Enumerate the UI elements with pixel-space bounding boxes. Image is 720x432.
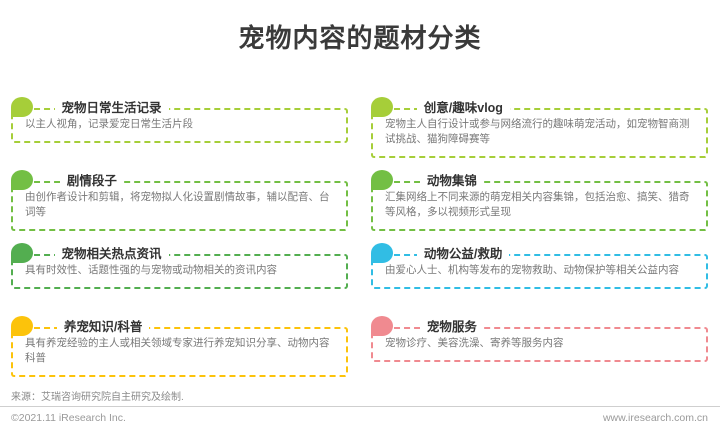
source-note: 来源：艾瑞咨询研究院自主研究及绘制. xyxy=(11,392,184,403)
leaf-icon xyxy=(11,97,33,117)
card-description: 由爱心人士、机构等发布的宠物救助、动物保护等相关公益内容 xyxy=(385,264,679,276)
card-titlebar: 剧情段子 xyxy=(11,167,348,191)
leaf-icon xyxy=(11,170,33,190)
card-title: 宠物服务 xyxy=(419,313,484,337)
topic-card-pet-services: 宠物诊疗、美容洗澡、寄养等服务内容 宠物服务 xyxy=(371,313,708,362)
card-titlebar: 动物集锦 xyxy=(371,167,708,191)
footer: ©2021.11 iResearch Inc. www.iresearch.co… xyxy=(11,412,708,424)
page-title: 宠物内容的题材分类 xyxy=(238,23,482,53)
footer-divider xyxy=(0,406,720,407)
card-description: 宠物诊疗、美容洗澡、寄养等服务内容 xyxy=(385,337,564,349)
card-title: 宠物相关热点资讯 xyxy=(54,240,169,264)
card-description: 汇集网络上不同来源的萌宠相关内容集锦，包括治愈、搞笑、猎奇等风格，多以视频形式呈… xyxy=(385,191,690,218)
card-desc-box: 以主人视角，记录爱宠日常生活片段 xyxy=(11,108,348,143)
topic-grid: 以主人视角，记录爱宠日常生活片段 宠物日常生活记录 宠物主人自行设计或参与网络流… xyxy=(11,94,708,389)
leaf-icon xyxy=(371,97,393,117)
card-titlebar: 宠物日常生活记录 xyxy=(11,94,348,118)
card-title: 动物公益/救助 xyxy=(416,240,510,264)
card-description: 具有养宠经验的主人或相关领域专家进行养宠知识分享、动物内容科普 xyxy=(25,337,330,364)
card-desc-box: 宠物诊疗、美容洗澡、寄养等服务内容 xyxy=(371,327,708,362)
card-title: 剧情段子 xyxy=(59,167,124,191)
topic-card-story-skits: 由创作者设计和剪辑，将宠物拟人化设置剧情故事，辅以配音、台词等 剧情段子 xyxy=(11,167,348,231)
topic-card-daily-life: 以主人视角，记录爱宠日常生活片段 宠物日常生活记录 xyxy=(11,94,348,143)
card-titlebar: 宠物服务 xyxy=(371,313,708,337)
leaf-icon xyxy=(11,243,33,263)
card-title: 创意/趣味vlog xyxy=(416,94,510,118)
card-desc-box: 具有时效性、话题性强的与宠物或动物相关的资讯内容 xyxy=(11,254,348,289)
card-description: 以主人视角，记录爱宠日常生活片段 xyxy=(25,118,193,130)
card-desc-box: 由爱心人士、机构等发布的宠物救助、动物保护等相关公益内容 xyxy=(371,254,708,289)
card-description: 由创作者设计和剪辑，将宠物拟人化设置剧情故事，辅以配音、台词等 xyxy=(25,191,330,218)
topic-card-hot-news: 具有时效性、话题性强的与宠物或动物相关的资讯内容 宠物相关热点资讯 xyxy=(11,240,348,289)
card-description: 宠物主人自行设计或参与网络流行的趣味萌宠活动，如宠物智商测试挑战、猫狗障碍赛等 xyxy=(385,118,690,145)
card-title: 宠物日常生活记录 xyxy=(54,94,169,118)
website-url: www.iresearch.com.cn xyxy=(602,412,708,424)
card-title: 养宠知识/科普 xyxy=(56,313,150,337)
topic-card-pet-knowledge: 具有养宠经验的主人或相关领域专家进行养宠知识分享、动物内容科普 养宠知识/科普 xyxy=(11,313,348,377)
card-description: 具有时效性、话题性强的与宠物或动物相关的资讯内容 xyxy=(25,264,277,276)
card-titlebar: 宠物相关热点资讯 xyxy=(11,240,348,264)
card-titlebar: 动物公益/救助 xyxy=(371,240,708,264)
card-titlebar: 创意/趣味vlog xyxy=(371,94,708,118)
leaf-icon xyxy=(371,316,393,336)
copyright-text: ©2021.11 iResearch Inc. xyxy=(11,412,126,424)
leaf-icon xyxy=(371,170,393,190)
card-titlebar: 养宠知识/科普 xyxy=(11,313,348,337)
card-title: 动物集锦 xyxy=(419,167,484,191)
topic-card-animal-charity: 由爱心人士、机构等发布的宠物救助、动物保护等相关公益内容 动物公益/救助 xyxy=(371,240,708,289)
leaf-icon xyxy=(371,243,393,263)
topic-card-creative-vlog: 宠物主人自行设计或参与网络流行的趣味萌宠活动，如宠物智商测试挑战、猫狗障碍赛等 … xyxy=(371,94,708,158)
leaf-icon xyxy=(11,316,33,336)
topic-card-animal-compilation: 汇集网络上不同来源的萌宠相关内容集锦，包括治愈、搞笑、猎奇等风格，多以视频形式呈… xyxy=(371,167,708,231)
